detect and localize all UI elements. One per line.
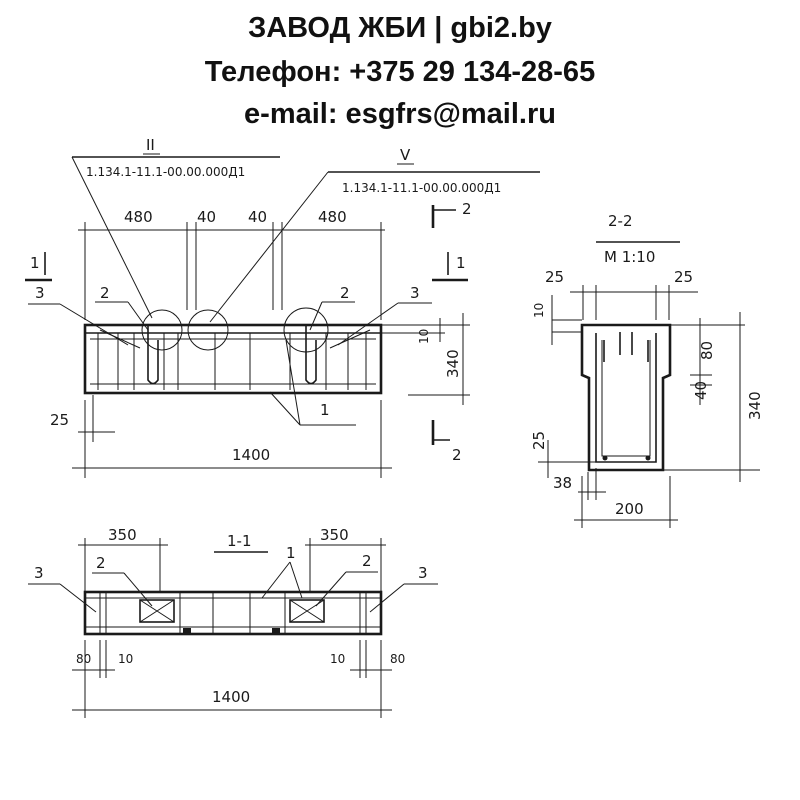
dim-1400: 1400 bbox=[232, 446, 270, 464]
dim-38: 38 bbox=[553, 474, 572, 492]
dim-10: 10 bbox=[417, 329, 431, 344]
dim-40-left: 40 bbox=[197, 208, 216, 226]
dim-25-bottom: 25 bbox=[530, 431, 548, 450]
dim-10-side: 10 bbox=[532, 303, 546, 318]
dim-10-left-plan: 10 bbox=[118, 652, 133, 666]
pos-2-left-plan: 2 bbox=[96, 554, 106, 572]
section-2-bottom: 2 bbox=[452, 446, 462, 464]
section-2-2-view: 2-2 М 1:10 25 25 10 80 40 340 bbox=[530, 212, 764, 528]
pos-2-right: 2 bbox=[340, 284, 350, 302]
dim-40-right: 40 bbox=[248, 208, 267, 226]
section-1-right: 1 bbox=[456, 254, 466, 272]
dim-40: 40 bbox=[692, 381, 710, 400]
front-view: II 1.134.1-11.1-00.00.000Д1 V 1.134.1-11… bbox=[25, 136, 540, 478]
dim-25: 25 bbox=[50, 411, 69, 429]
dim-480-left: 480 bbox=[124, 208, 153, 226]
dim-200: 200 bbox=[615, 500, 644, 518]
dim-480-right: 480 bbox=[318, 208, 347, 226]
dim-340-side: 340 bbox=[746, 391, 764, 420]
dim-350-right: 350 bbox=[320, 526, 349, 544]
header-phone: Телефон: +375 29 134-28-65 bbox=[204, 56, 596, 88]
header-email: e-mail: esgfrs@mail.ru bbox=[244, 98, 556, 130]
dim-10-right-plan: 10 bbox=[330, 652, 345, 666]
pos-3-right: 3 bbox=[410, 284, 420, 302]
dim-80-right-plan: 80 bbox=[390, 652, 405, 666]
callout-ii-label: II bbox=[146, 136, 155, 154]
pos-3-right-plan: 3 bbox=[418, 564, 428, 582]
pos-1: 1 bbox=[320, 401, 330, 419]
callout-ii-code: 1.134.1-11.1-00.00.000Д1 bbox=[86, 165, 245, 179]
pos-3-left: 3 bbox=[35, 284, 45, 302]
dim-1400-plan: 1400 bbox=[212, 688, 250, 706]
dim-340: 340 bbox=[444, 349, 462, 378]
dim-25-right: 25 bbox=[674, 268, 693, 286]
pos-3-left-plan: 3 bbox=[34, 564, 44, 582]
dim-80-left-plan: 80 bbox=[76, 652, 91, 666]
pos-2-left: 2 bbox=[100, 284, 110, 302]
section-2-2-title: 2-2 bbox=[608, 212, 633, 230]
section-1-1-view: 1-1 350 350 3 2 1 bbox=[28, 526, 438, 718]
section-2-2-scale: М 1:10 bbox=[604, 248, 655, 266]
dim-350-left: 350 bbox=[108, 526, 137, 544]
dim-25-left: 25 bbox=[545, 268, 564, 286]
dim-80: 80 bbox=[698, 341, 716, 360]
section-1-1-title: 1-1 bbox=[227, 532, 252, 550]
section-2-top: 2 bbox=[462, 200, 472, 218]
callout-v-label: V bbox=[400, 146, 411, 164]
pos-2-right-plan: 2 bbox=[362, 552, 372, 570]
header-company-title: ЗАВОД ЖБИ | gbi2.by bbox=[248, 12, 552, 44]
pos-1-plan: 1 bbox=[286, 544, 296, 562]
section-1-left: 1 bbox=[30, 254, 40, 272]
callout-v-code: 1.134.1-11.1-00.00.000Д1 bbox=[342, 181, 501, 195]
